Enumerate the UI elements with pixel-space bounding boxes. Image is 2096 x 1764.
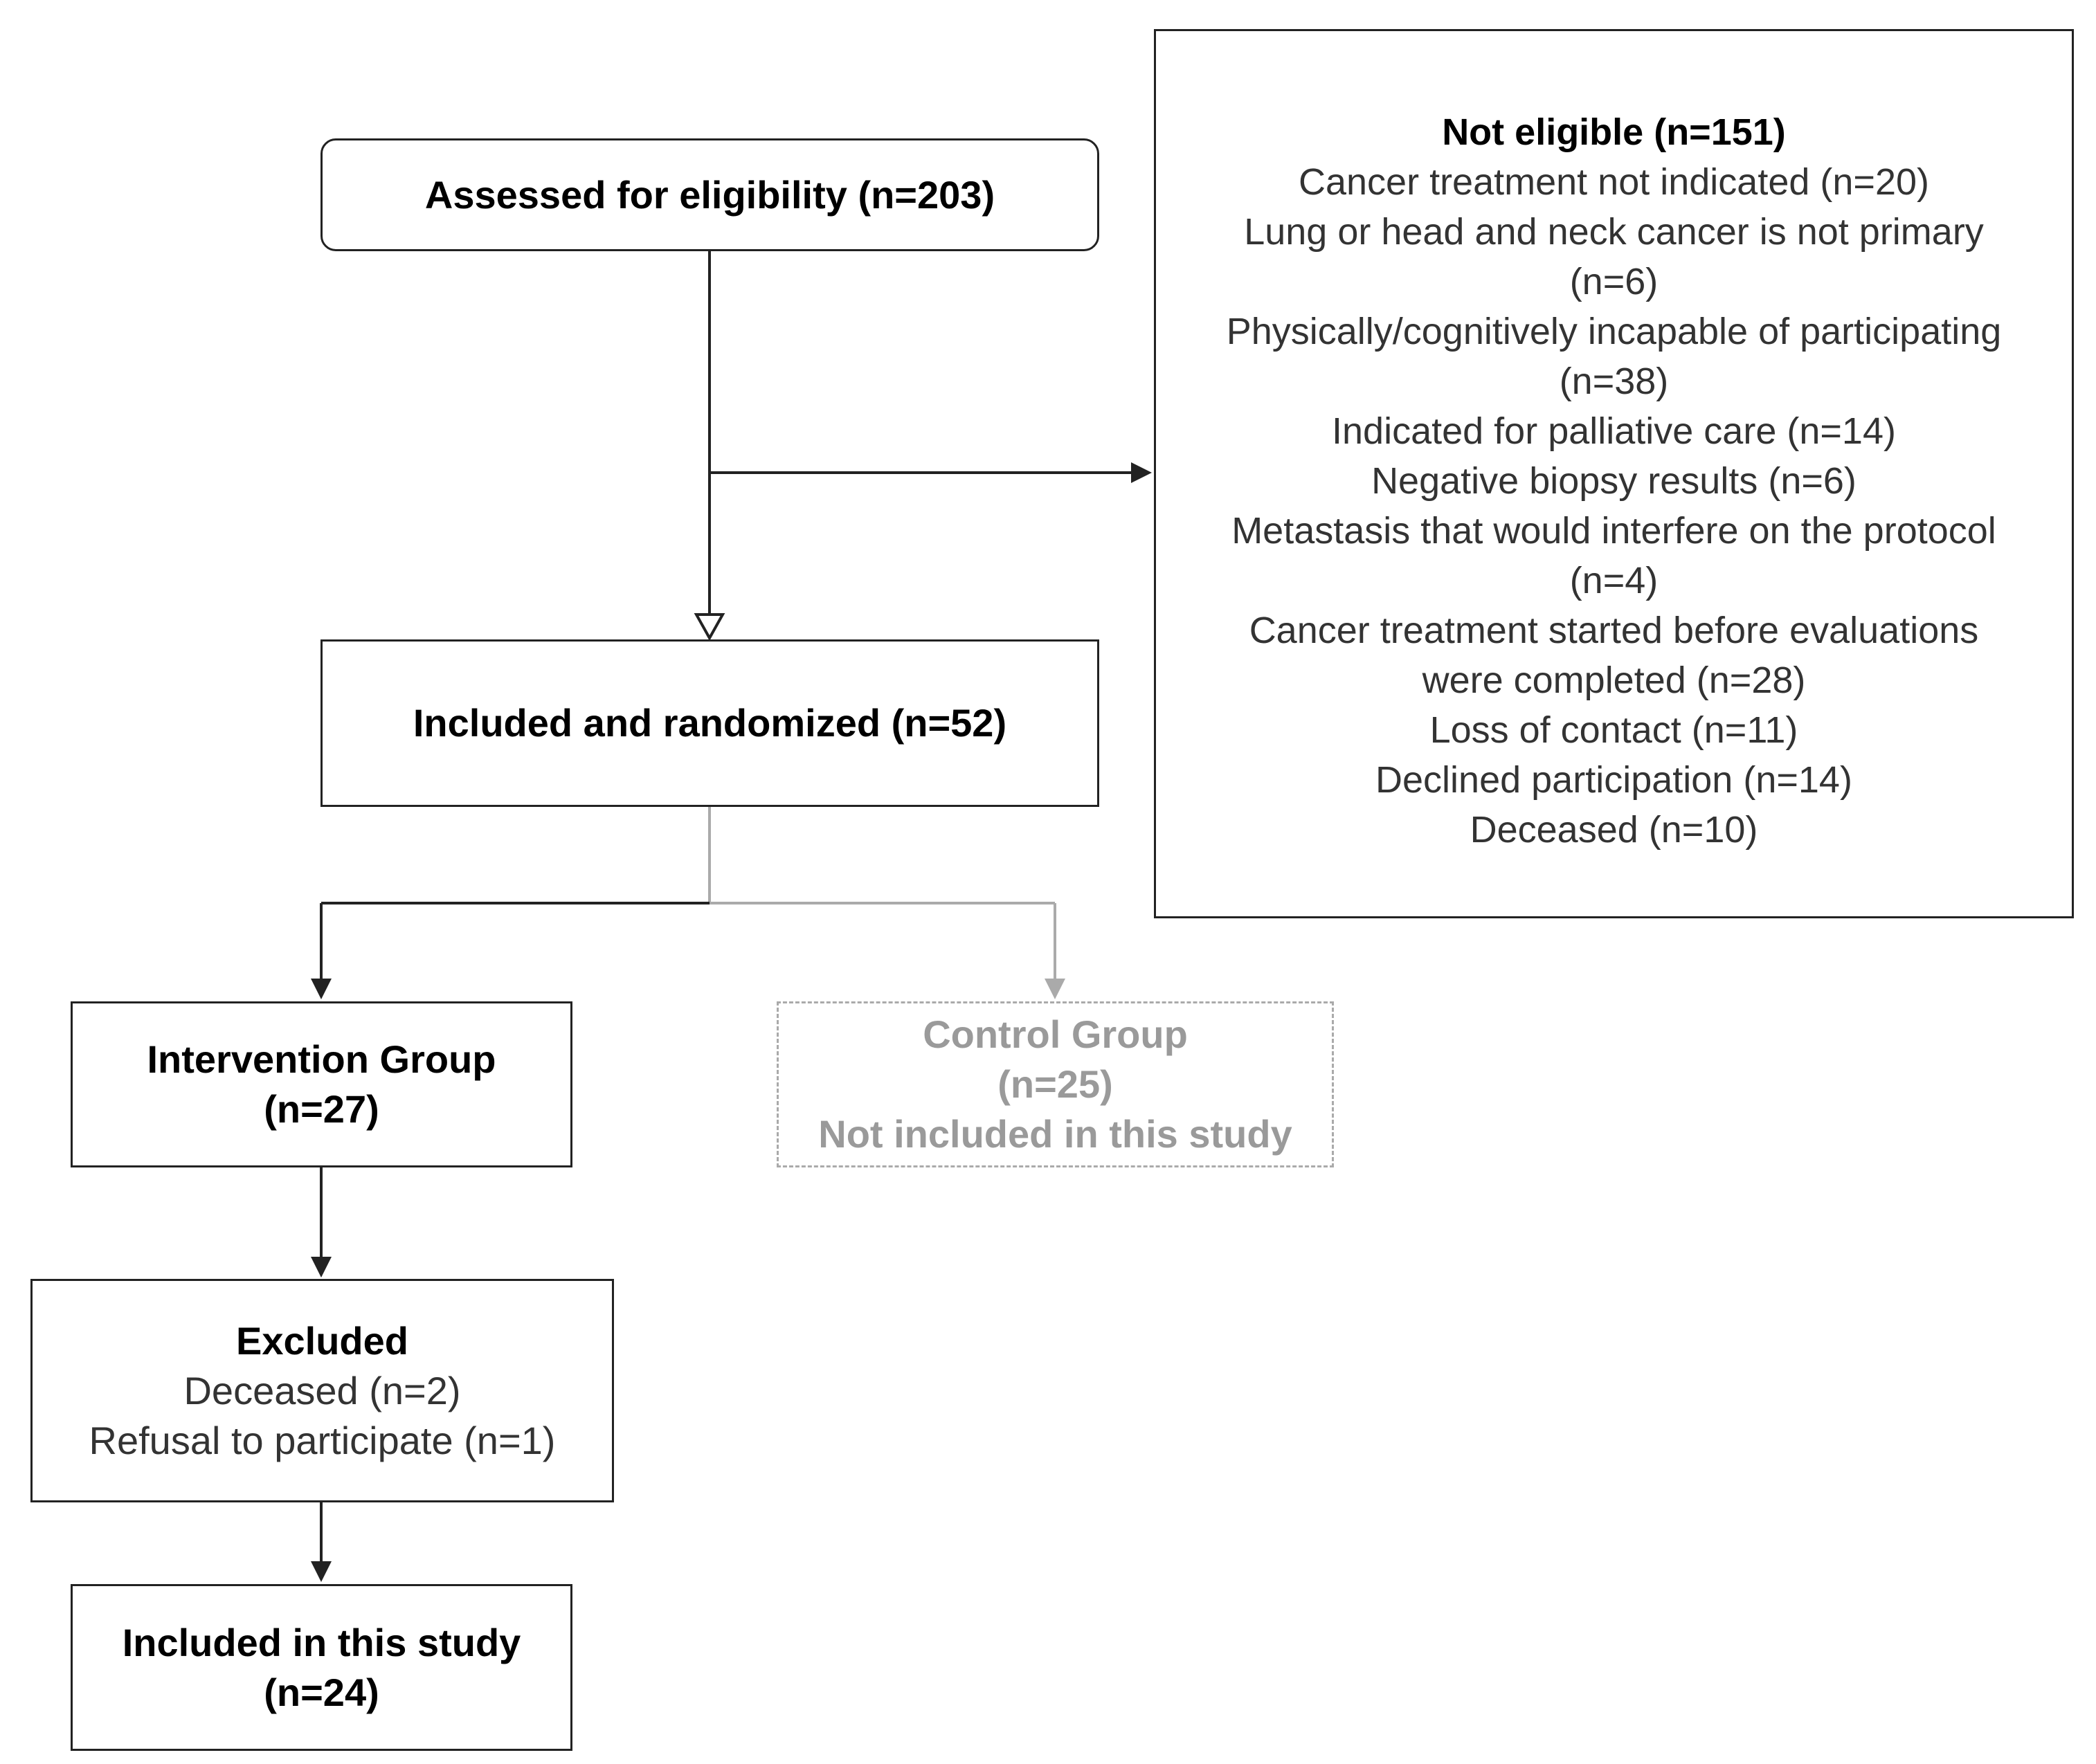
list-item: Lung or head and neck cancer is not prim… xyxy=(1244,211,1984,253)
included-study-count: (n=24) xyxy=(264,1670,379,1714)
intervention-title: Intervention Group xyxy=(147,1037,496,1081)
control-note: Not included in this study xyxy=(818,1112,1292,1156)
control-count: (n=25) xyxy=(997,1062,1113,1106)
control-title: Control Group xyxy=(923,1012,1188,1056)
not-eligible-reasons: Cancer treatment not indicated (n=20) Lu… xyxy=(1227,157,2002,855)
list-item: (n=38) xyxy=(1559,361,1669,402)
arrowhead-icon xyxy=(1045,979,1065,999)
list-item: (n=6) xyxy=(1569,261,1659,302)
list-item: were completed (n=28) xyxy=(1422,660,1806,701)
arrowhead-icon xyxy=(1131,462,1152,483)
excluded-reasons: Deceased (n=2) Refusal to participate (n… xyxy=(89,1366,556,1466)
list-item: Metastasis that would interfere on the p… xyxy=(1231,510,1996,552)
list-item: Deceased (n=2) xyxy=(183,1368,461,1412)
control-group-box: Control Group (n=25) Not included in thi… xyxy=(777,1001,1334,1167)
assessed-box: Assessed for eligibility (n=203) xyxy=(320,138,1099,251)
list-item: Physically/cognitively incapable of part… xyxy=(1226,311,2002,352)
open-arrowhead-icon xyxy=(694,613,725,642)
intervention-group-box: Intervention Group (n=27) xyxy=(71,1001,572,1167)
list-item: Declined participation (n=14) xyxy=(1375,759,1852,801)
list-item: Negative biopsy results (n=6) xyxy=(1371,460,1856,502)
list-item: Refusal to participate (n=1) xyxy=(89,1418,556,1462)
included-study-title: Included in this study xyxy=(122,1620,521,1664)
excluded-title: Excluded xyxy=(236,1318,408,1363)
randomized-box: Included and randomized (n=52) xyxy=(320,639,1099,807)
arrowhead-icon xyxy=(311,1257,332,1277)
list-item: Cancer treatment not indicated (n=20) xyxy=(1298,161,1929,203)
not-eligible-box: Not eligible (n=151) Cancer treatment no… xyxy=(1154,29,2074,918)
assessed-label: Assessed for eligibility (n=203) xyxy=(424,172,995,217)
list-item: Indicated for palliative care (n=14) xyxy=(1332,410,1896,452)
list-item: (n=4) xyxy=(1569,560,1659,601)
arrowhead-icon xyxy=(311,979,332,999)
excluded-box: Excluded Deceased (n=2) Refusal to parti… xyxy=(30,1279,614,1502)
intervention-count: (n=27) xyxy=(264,1087,379,1131)
not-eligible-title: Not eligible (n=151) xyxy=(1442,111,1786,153)
list-item: Deceased (n=10) xyxy=(1470,809,1758,851)
arrowhead-icon xyxy=(311,1561,332,1582)
list-item: Cancer treatment started before evaluati… xyxy=(1249,610,1979,651)
included-in-study-box: Included in this study (n=24) xyxy=(71,1584,572,1751)
randomized-label: Included and randomized (n=52) xyxy=(413,701,1007,745)
list-item: Loss of contact (n=11) xyxy=(1429,709,1798,751)
